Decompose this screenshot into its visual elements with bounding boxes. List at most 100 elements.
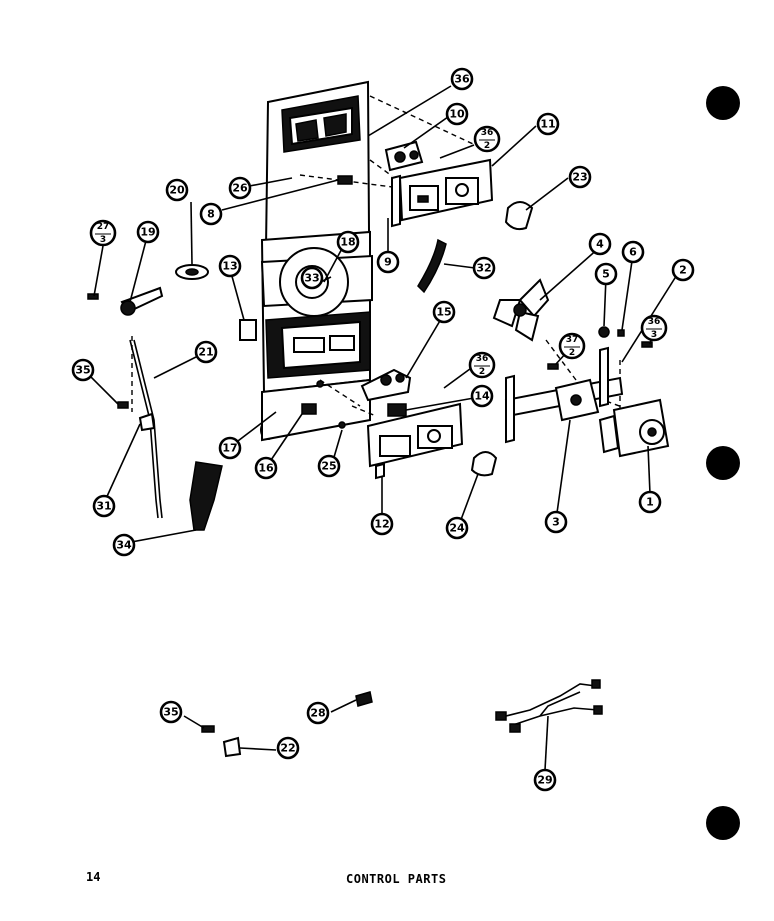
- lever-19: [120, 286, 164, 316]
- screw-35-loose: [201, 725, 215, 733]
- control-panel-assembly: [260, 80, 373, 442]
- handle-34: [189, 461, 223, 531]
- callout-22: 22: [276, 736, 300, 760]
- nut-5: [598, 326, 610, 338]
- svg-text:10: 10: [449, 108, 465, 121]
- punch-hole-bottom: [706, 806, 740, 840]
- svg-text:2: 2: [679, 264, 687, 277]
- svg-text:13: 13: [222, 260, 237, 273]
- svg-text:24: 24: [449, 522, 465, 535]
- lower-control-bracket: [366, 402, 464, 480]
- svg-text:34: 34: [116, 539, 132, 552]
- svg-text:21: 21: [198, 346, 213, 359]
- svg-text:14: 14: [474, 390, 490, 403]
- svg-text:36: 36: [648, 317, 661, 327]
- screw-35: [117, 401, 129, 409]
- callout-14: 14: [470, 384, 494, 408]
- callout-33: 33: [300, 266, 324, 290]
- callout-12: 12: [370, 512, 394, 536]
- callout-23: 23: [568, 165, 592, 189]
- svg-text:1: 1: [646, 496, 654, 509]
- svg-text:29: 29: [537, 774, 552, 787]
- svg-text:31: 31: [96, 500, 111, 513]
- callout-35-a: 35: [71, 358, 95, 382]
- svg-text:18: 18: [340, 236, 355, 249]
- callout-8: 8: [199, 202, 223, 226]
- svg-text:36: 36: [481, 128, 494, 138]
- mounting-bracket-3: [504, 346, 624, 444]
- upper-control-bracket: [391, 158, 494, 228]
- callout-36-3: 36 3: [640, 314, 668, 342]
- callout-37-2: 37 2: [558, 332, 586, 360]
- callout-4: 4: [588, 232, 612, 256]
- svg-text:3: 3: [552, 516, 560, 529]
- svg-text:36: 36: [476, 354, 489, 364]
- screw-37-2: [547, 363, 559, 370]
- motor-1: [598, 398, 670, 458]
- svg-text:4: 4: [596, 238, 604, 251]
- svg-text:33: 33: [304, 272, 319, 285]
- callout-20: 20: [165, 178, 189, 202]
- callout-29: 29: [533, 768, 557, 792]
- callout-11: 11: [536, 112, 560, 136]
- screw-36-3: [641, 341, 653, 348]
- callout-25: 25: [317, 454, 341, 478]
- callout-9: 9: [376, 250, 400, 274]
- plug-28: [355, 691, 373, 707]
- callout-24: 24: [445, 516, 469, 540]
- screw-27: [87, 293, 99, 300]
- page-caption: CONTROL PARTS: [346, 872, 447, 886]
- svg-text:12: 12: [374, 518, 389, 531]
- svg-text:36: 36: [454, 73, 470, 86]
- svg-text:2: 2: [569, 348, 575, 358]
- svg-text:9: 9: [384, 256, 392, 269]
- washer-6: [617, 329, 625, 337]
- callout-36: 36: [450, 67, 474, 91]
- callout-36-2-upper: 36 2: [473, 125, 501, 153]
- rod-21: [129, 339, 163, 519]
- callout-34: 34: [112, 533, 136, 557]
- svg-text:11: 11: [540, 118, 555, 131]
- callout-10: 10: [445, 102, 469, 126]
- svg-text:20: 20: [169, 184, 185, 197]
- svg-text:15: 15: [436, 306, 451, 319]
- svg-text:26: 26: [232, 182, 248, 195]
- callout-16: 16: [254, 456, 278, 480]
- svg-text:6: 6: [629, 246, 637, 259]
- svg-text:22: 22: [280, 742, 295, 755]
- svg-text:35: 35: [163, 706, 178, 719]
- svg-text:17: 17: [222, 442, 237, 455]
- callout-27-3: 27 3: [89, 219, 117, 247]
- svg-text:3: 3: [100, 235, 106, 245]
- punch-hole-top: [706, 86, 740, 120]
- callout-31: 31: [92, 494, 116, 518]
- callout-19: 19: [136, 220, 160, 244]
- callout-35-b: 35: [159, 700, 183, 724]
- clip-31: [138, 412, 156, 432]
- svg-text:25: 25: [321, 460, 336, 473]
- callout-1: 1: [638, 490, 662, 514]
- page-number: 14: [86, 870, 101, 884]
- callout-36-2-lower: 36 2: [468, 351, 496, 379]
- knob-24: [470, 451, 498, 477]
- knob-23: [504, 201, 534, 231]
- fraction-callouts: 27 3 36 2 36 2 37 2 36 3: [89, 125, 668, 379]
- punch-hole-middle: [706, 446, 740, 480]
- part-13: [239, 319, 257, 341]
- callout-5: 5: [594, 262, 618, 286]
- fan-blade-4: [492, 278, 550, 342]
- callout-18: 18: [336, 230, 360, 254]
- svg-text:23: 23: [572, 171, 587, 184]
- clip-22: [222, 736, 242, 758]
- callout-28: 28: [306, 701, 330, 725]
- svg-text:19: 19: [140, 226, 155, 239]
- svg-text:28: 28: [310, 707, 325, 720]
- svg-text:32: 32: [476, 262, 491, 275]
- svg-text:37: 37: [566, 335, 579, 345]
- callout-32: 32: [472, 256, 496, 280]
- callout-13: 13: [218, 254, 242, 278]
- callout-26: 26: [228, 176, 252, 200]
- svg-text:8: 8: [207, 208, 215, 221]
- callout-21: 21: [194, 340, 218, 364]
